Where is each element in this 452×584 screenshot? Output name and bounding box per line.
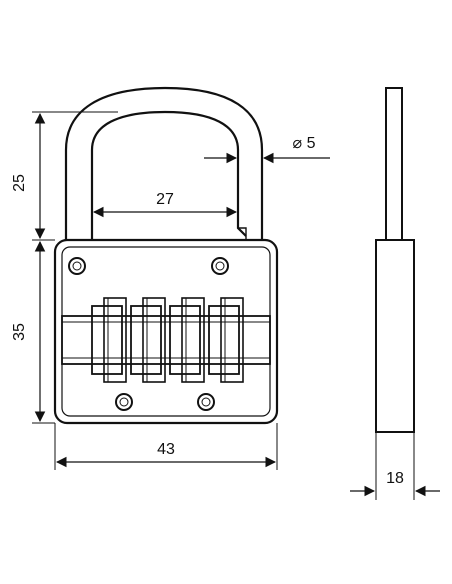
dimension-depth: 18 <box>350 432 440 500</box>
shackle <box>64 86 264 240</box>
dimension-shackle-width: 27 <box>92 191 238 218</box>
rivet-top-right <box>211 257 229 275</box>
depth-label: 18 <box>386 470 404 487</box>
dimension-body-height: 35 <box>11 240 55 424</box>
rivet-bottom-left <box>115 393 133 411</box>
combination-band <box>61 315 271 365</box>
shackle-width-label: 27 <box>156 191 174 208</box>
dial-3 <box>169 297 205 383</box>
side-view <box>375 87 415 433</box>
body-width-label: 43 <box>157 441 175 458</box>
rivet-top-left <box>68 257 86 275</box>
dimension-body-width: 43 <box>54 423 278 470</box>
rivet-bottom-right <box>197 393 215 411</box>
lock-body <box>53 238 279 425</box>
shackle-diameter-label: ⌀ 5 <box>293 135 316 152</box>
body-height-label: 35 <box>11 323 28 341</box>
dimension-shackle-diameter: ⌀ 5 <box>204 135 330 164</box>
dial-2 <box>130 297 166 383</box>
dimension-shackle-height: 25 <box>11 111 118 241</box>
dial-1 <box>91 297 127 383</box>
dial-4 <box>208 297 244 383</box>
shackle-height-label: 25 <box>11 174 28 192</box>
